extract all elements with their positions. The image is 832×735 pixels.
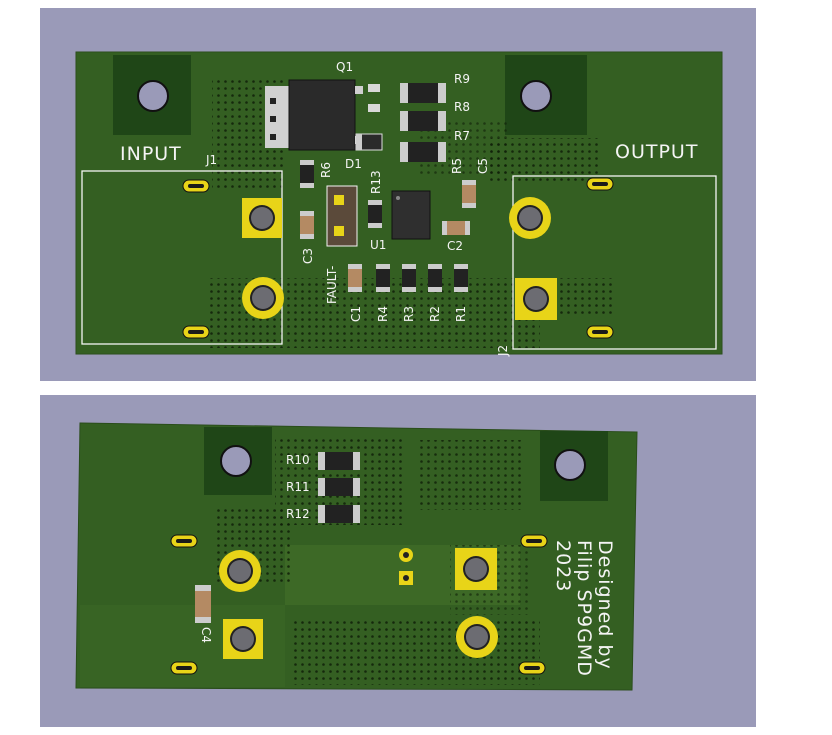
c2-part	[442, 221, 470, 235]
ref-r8: R8	[454, 100, 470, 114]
c4-part	[195, 585, 211, 623]
ref-c1: C1	[349, 305, 363, 322]
q1-body	[288, 79, 356, 151]
ref-r12: R12	[286, 507, 310, 521]
ref-r10: R10	[286, 453, 310, 467]
r13-part	[368, 200, 382, 228]
bottom-view-panel: R10 R11 R12 C4 Designed by Filip SP9GMD …	[40, 395, 756, 727]
credit-line-1: Designed by	[594, 540, 616, 670]
top-board-graphic	[75, 51, 723, 355]
ref-d1: D1	[345, 157, 362, 171]
fault-label: FAULT-	[325, 265, 339, 304]
top-view-panel: INPUT OUTPUT J1 J2 Q1 D1 R9 R8 R7 R5 C5 …	[40, 8, 756, 381]
r4-part	[376, 264, 390, 292]
r12-part	[318, 505, 360, 523]
j1-outline	[81, 170, 283, 345]
r8-part	[400, 111, 446, 131]
ref-c5: C5	[476, 157, 490, 174]
ref-r11: R11	[286, 480, 310, 494]
ref-r3: R3	[402, 306, 416, 322]
ref-u1: U1	[370, 238, 387, 252]
credit-line-3: 2023	[552, 540, 574, 593]
r9-part	[400, 83, 446, 103]
j2-outline	[512, 175, 717, 350]
r1-part	[454, 264, 468, 292]
ref-r4: R4	[376, 306, 390, 322]
ref-c4: C4	[199, 627, 213, 644]
ref-r9: R9	[454, 72, 470, 86]
ref-r2: R2	[428, 306, 442, 322]
ref-r13: R13	[369, 170, 383, 194]
mount-hole-left	[137, 80, 169, 112]
ref-q1: Q1	[336, 60, 354, 74]
r3-part	[402, 264, 416, 292]
r11-part	[318, 478, 360, 496]
ref-c2: C2	[447, 239, 464, 253]
ref-c3: C3	[301, 247, 315, 264]
designer-credit: Designed by Filip SP9GMD 2023	[552, 540, 616, 677]
c1-part	[348, 264, 362, 292]
ref-r7: R7	[454, 129, 470, 143]
r7-part	[400, 142, 446, 162]
r2-part	[428, 264, 442, 292]
output-label: OUTPUT	[615, 141, 699, 163]
r6-part	[300, 160, 314, 188]
ref-j1: J1	[206, 153, 218, 167]
input-label: INPUT	[120, 143, 182, 165]
c3-part	[300, 211, 314, 239]
mount-hole-right	[520, 80, 552, 112]
ref-j2: J2	[496, 344, 510, 356]
bottom-board-graphic	[75, 422, 638, 691]
c5-part	[462, 180, 476, 208]
credit-line-2: Filip SP9GMD	[573, 540, 595, 677]
r10-part	[318, 452, 360, 470]
ref-r1: R1	[454, 306, 468, 322]
ref-r5: R5	[450, 158, 464, 174]
ref-r6: R6	[319, 162, 333, 178]
